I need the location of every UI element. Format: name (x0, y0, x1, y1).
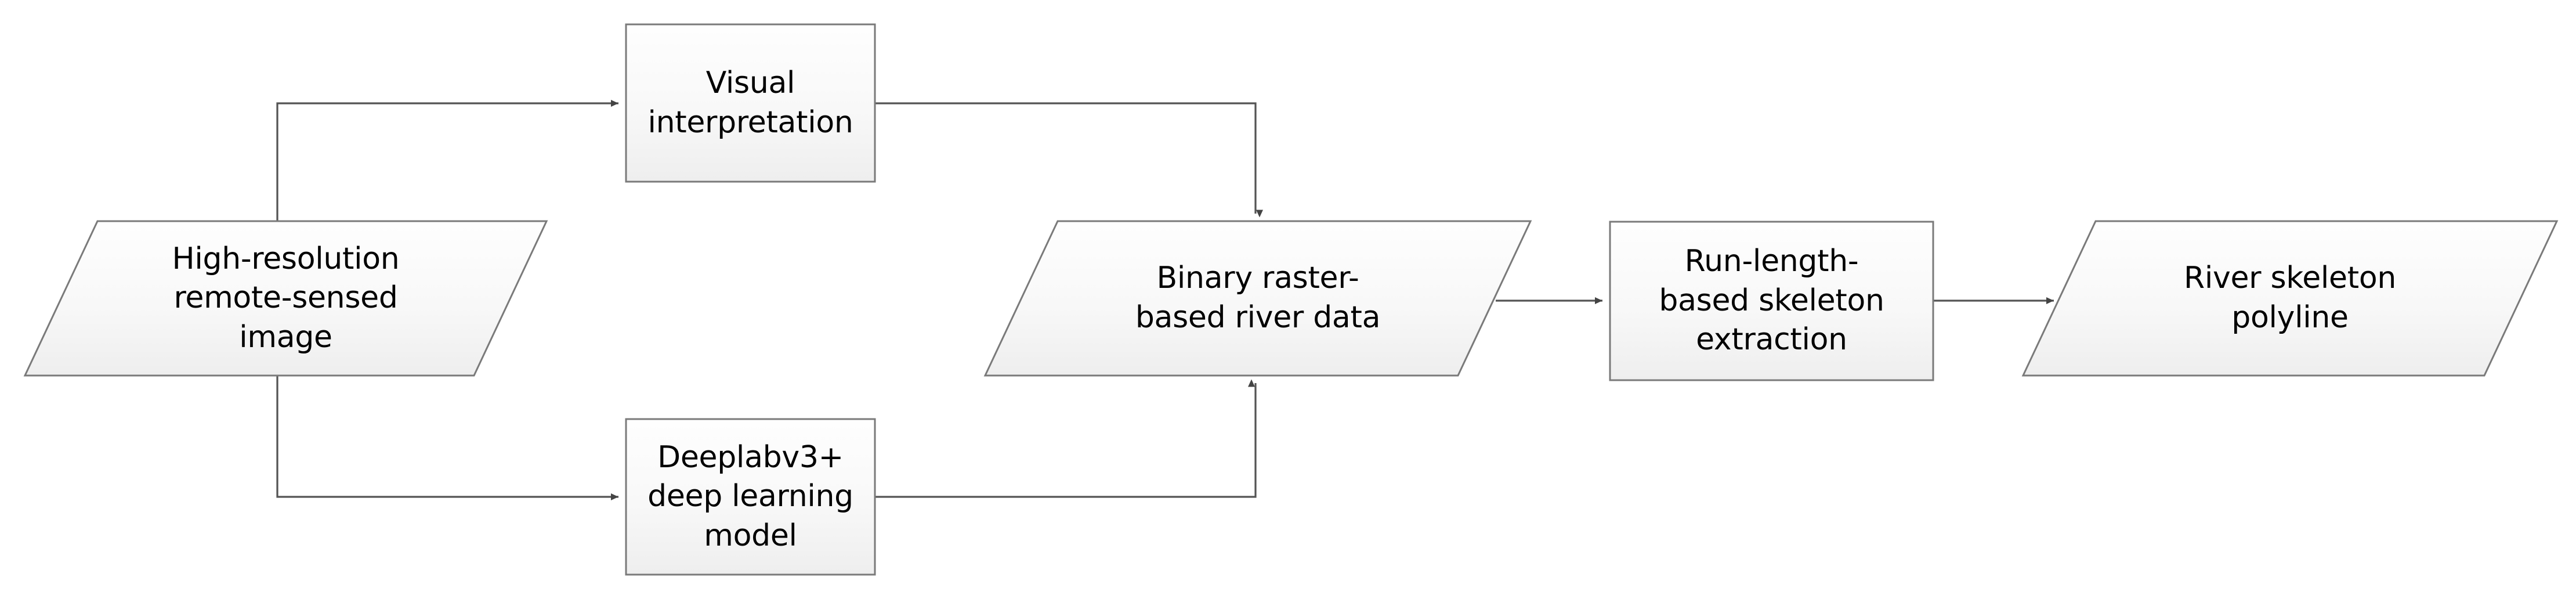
shape-skeleton-extraction[interactable] (1609, 221, 1934, 381)
shape-binary-raster[interactable] (983, 220, 1532, 377)
shape-input-image[interactable] (23, 220, 548, 377)
connector-input-to-visual (276, 100, 618, 221)
shape-river-polyline[interactable] (2021, 220, 2559, 377)
shape-deeplab-model[interactable] (625, 418, 876, 576)
node-shape-group (23, 23, 2559, 576)
connector-group (276, 100, 2054, 500)
shape-visual-interpretation[interactable] (625, 23, 876, 183)
connector-deeplab-to-binary (875, 379, 1257, 498)
connector-input-to-deeplab (276, 376, 618, 500)
connector-visual-to-binary (875, 102, 1263, 218)
